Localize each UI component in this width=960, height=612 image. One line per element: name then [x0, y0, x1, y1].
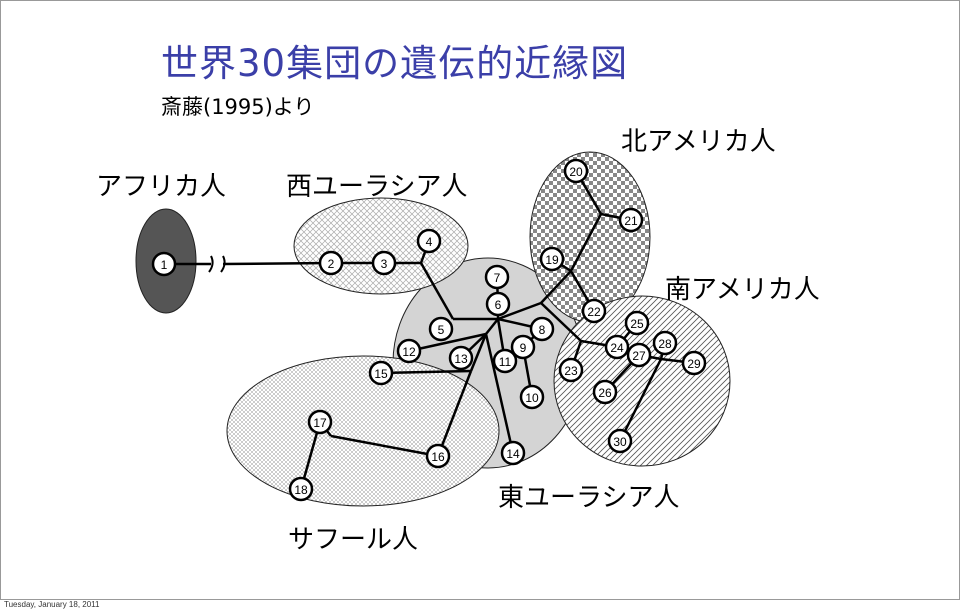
- node-label: 25: [630, 317, 644, 331]
- group-label-north-america: 北アメリカ人: [621, 127, 776, 157]
- population-node: 14: [500, 440, 526, 466]
- axis-break-icon: [208, 255, 226, 273]
- node-label: 19: [545, 253, 559, 267]
- node-label: 3: [381, 257, 388, 271]
- node-label: 1: [161, 258, 168, 272]
- group-label-sahul: サフール人: [288, 525, 419, 555]
- node-label: 18: [294, 483, 308, 497]
- population-node: 4: [416, 228, 442, 254]
- population-node: 6: [485, 291, 511, 317]
- tree-edge: [540, 270, 572, 304]
- population-node: 11: [492, 348, 518, 374]
- tree-edge: [436, 370, 473, 457]
- region-sahul: [226, 355, 500, 507]
- node-label: 12: [402, 345, 416, 359]
- population-node: 21: [618, 207, 644, 233]
- footer-date: Tuesday, January 18, 2011: [4, 600, 100, 609]
- node-label: 16: [431, 450, 445, 464]
- population-node: 3: [371, 250, 397, 276]
- population-node: 5: [428, 316, 454, 342]
- group-label-africa: アフリカ人: [96, 172, 227, 202]
- region-west-eurasia: [293, 197, 469, 295]
- tree-edge: [569, 213, 603, 272]
- tree-edge: [485, 318, 499, 335]
- tree-edge: [419, 262, 455, 320]
- node-label: 8: [539, 323, 546, 337]
- node-label: 28: [658, 337, 672, 351]
- tree-edge: [540, 302, 582, 342]
- node-label: 11: [499, 355, 512, 369]
- tree-edge: [408, 332, 487, 353]
- population-node: 17: [307, 409, 333, 435]
- tree-edge: [618, 358, 663, 442]
- population-node: 25: [624, 310, 650, 336]
- node-label: 22: [587, 305, 601, 319]
- node-label: 7: [494, 271, 501, 285]
- group-label-south-america: 南アメリカ人: [665, 275, 820, 305]
- population-node: 26: [592, 379, 618, 405]
- tree-edge: [330, 434, 439, 458]
- tree-edge: [497, 301, 542, 321]
- node-label: 2: [328, 257, 335, 271]
- population-node: 15: [368, 360, 394, 386]
- population-node: 2: [318, 250, 344, 276]
- node-label: 10: [525, 391, 539, 405]
- node-label: 20: [569, 165, 583, 179]
- tree-edge: [222, 261, 332, 266]
- population-node: 18: [288, 476, 314, 502]
- population-node: 10: [519, 384, 545, 410]
- node-label: 15: [374, 367, 388, 381]
- population-node: 30: [607, 428, 633, 454]
- population-node: 16: [425, 443, 451, 469]
- group-label-west-eurasia: 西ユーラシア人: [286, 172, 468, 202]
- population-node: 28: [652, 330, 678, 356]
- population-node: 13: [448, 345, 474, 371]
- node-label: 21: [624, 214, 638, 228]
- population-node: 1: [151, 251, 177, 277]
- tree-edge: [484, 333, 515, 454]
- tree-edge: [469, 333, 488, 372]
- node-label: 27: [632, 349, 646, 363]
- population-node: 29: [681, 350, 707, 376]
- population-node: 19: [539, 246, 565, 272]
- node-label: 5: [438, 323, 445, 337]
- population-node: 27: [626, 342, 652, 368]
- slide-subtitle: 斎藤(1995)より: [161, 95, 315, 119]
- population-node: 20: [563, 158, 589, 184]
- population-node: 7: [484, 264, 510, 290]
- population-node: 12: [396, 338, 422, 364]
- node-label: 4: [426, 235, 433, 249]
- population-node: 24: [604, 334, 630, 360]
- region-south-america: [553, 295, 731, 467]
- node-label: 9: [520, 341, 527, 355]
- population-node: 22: [581, 298, 607, 324]
- node-label: 14: [506, 447, 520, 461]
- node-label: 17: [313, 416, 327, 430]
- group-label-east-eurasia: 東ユーラシア人: [498, 483, 680, 513]
- population-node: 23: [558, 357, 584, 383]
- node-label: 30: [613, 435, 627, 449]
- node-label: 26: [598, 386, 612, 400]
- node-label: 6: [495, 298, 502, 312]
- node-label: 13: [454, 352, 468, 366]
- population-node: 8: [529, 316, 555, 342]
- population-node: 9: [510, 334, 536, 360]
- node-label: 29: [687, 357, 701, 371]
- node-label: 23: [564, 364, 578, 378]
- slide-title: 世界30集団の遺伝的近縁図: [161, 42, 629, 85]
- tree-edge: [380, 369, 472, 375]
- node-label: 24: [610, 341, 624, 355]
